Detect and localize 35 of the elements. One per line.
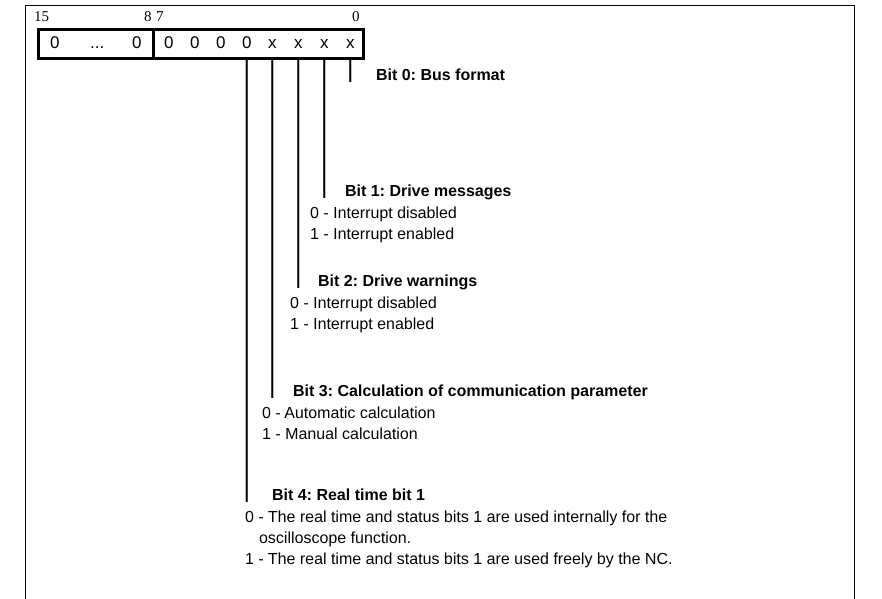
leader-line [297, 60, 300, 288]
leader-line [323, 60, 326, 198]
bit-heading: Bit 4: Real time bit 1 [271, 486, 426, 506]
bit-value: 0 [132, 33, 142, 53]
option-text: 1 - Interrupt enabled [310, 225, 456, 245]
register-field [152, 28, 365, 60]
bit-number: 0 [352, 9, 360, 25]
bit-heading: Bit 3: Calculation of communication parameter [292, 382, 649, 402]
bit-heading: Bit 2: Drive warnings [317, 272, 478, 292]
leader-line [271, 60, 274, 398]
bit-value: 0 [190, 33, 200, 53]
bit-value: x [268, 33, 276, 53]
bit-value: 0 [216, 33, 226, 53]
option-text: 0 - The real time and status bits 1 are used internally for the oscilloscope function. [245, 508, 668, 549]
bit-number: 15 [34, 9, 49, 25]
bit-value: 0 [242, 33, 252, 53]
option-text: 1 - The real time and status bits 1 are used freely by the NC. [245, 550, 674, 570]
register-field [37, 28, 155, 60]
leader-line [246, 60, 248, 502]
bit-value: ... [90, 33, 104, 53]
bit-value: x [320, 33, 328, 53]
option-text: 0 - Interrupt disabled [310, 204, 458, 224]
bit-heading: Bit 1: Drive messages [344, 182, 512, 202]
bit-value: 0 [50, 33, 60, 53]
bit-value: x [346, 33, 354, 53]
leader-line [349, 60, 352, 82]
bit-value: x [294, 33, 302, 53]
option-text: 0 - Interrupt disabled [290, 294, 438, 314]
bit-number: 7 [156, 9, 164, 25]
option-text: 1 - Manual calculation [262, 425, 419, 445]
bit-value: 0 [164, 33, 174, 53]
bit-heading: Bit 0: Bus format [375, 66, 506, 86]
bit-number: 8 [144, 9, 152, 25]
option-text: 0 - Automatic calculation [262, 404, 436, 424]
option-text: 1 - Interrupt enabled [290, 315, 436, 335]
